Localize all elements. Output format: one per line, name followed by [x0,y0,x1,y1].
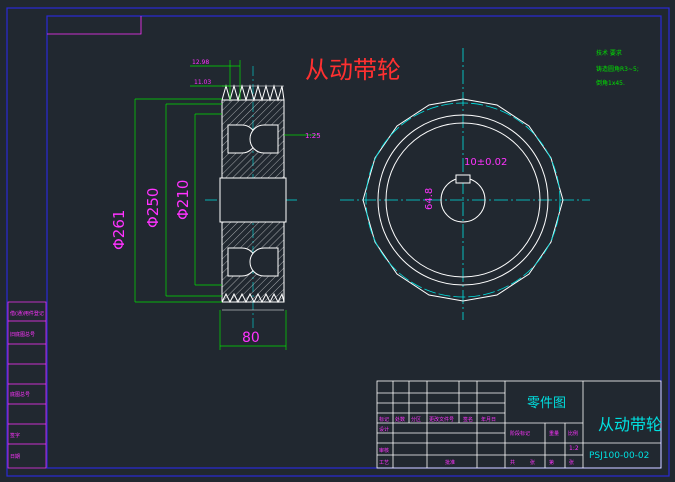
dim-taper: 1:25 [305,132,321,140]
side-table-cell: 旧底图总号 [10,331,35,338]
row-label: 审核 [379,447,389,454]
dimension-lines [134,60,320,350]
title-block [376,380,662,469]
side-table-cell: 日期 [10,454,20,460]
side-table-cell: 底图总号 [10,391,30,398]
dim-width-80: 80 [242,330,260,346]
sheet-label: 共 [510,459,515,466]
dim-keyway: 10±0.02 [464,157,507,168]
section-view [205,66,300,330]
title-drawing-type: 零件图 [527,396,566,411]
dim-bore: 64.8 [424,188,435,210]
dim-d261: Φ261 [110,210,128,250]
corner-tab [47,16,142,35]
header-cell: 标记 [379,416,389,423]
side-table-cell: 借(通)用件登记 [10,310,44,317]
header-cell: 年月日 [481,416,496,423]
header-cell: 签名 [463,416,473,423]
dim-d210: Φ210 [174,180,192,220]
note-line: 铸造圆角R3~5; [596,65,639,73]
title-scale: 1:2 [569,445,579,452]
sheet-label: 张 [530,459,535,466]
weight-label: 重量 [549,430,559,437]
approve-label: 批准 [445,459,455,466]
note-line: 技术 要求 [596,49,622,57]
dim-d250: Φ250 [144,188,162,228]
dim-11-03: 11.03 [194,79,211,86]
row-label: 工艺 [379,460,389,466]
drawing-title: 从动带轮 [305,56,401,84]
header-cell: 分区 [411,416,421,423]
row-label: 设计 [379,426,389,433]
stage-label: 阶段标记 [510,430,530,437]
title-drawing-no: PSJ100-00-02 [589,451,649,461]
dim-12-98: 12.98 [192,59,209,66]
outer-frame [6,7,670,477]
front-view [340,48,590,320]
side-table-cell: 签字 [10,432,20,439]
header-cell: 处数 [395,416,405,423]
sheet-label: 张 [569,459,574,466]
header-cell: 更改文件号 [429,416,454,423]
title-part-name: 从动带轮 [598,415,662,434]
sheet-label: 第 [549,459,554,466]
note-line: 倒角1x45. [596,79,625,87]
side-table [7,301,47,469]
inner-frame [46,15,662,469]
scale-label: 比例 [568,430,578,437]
